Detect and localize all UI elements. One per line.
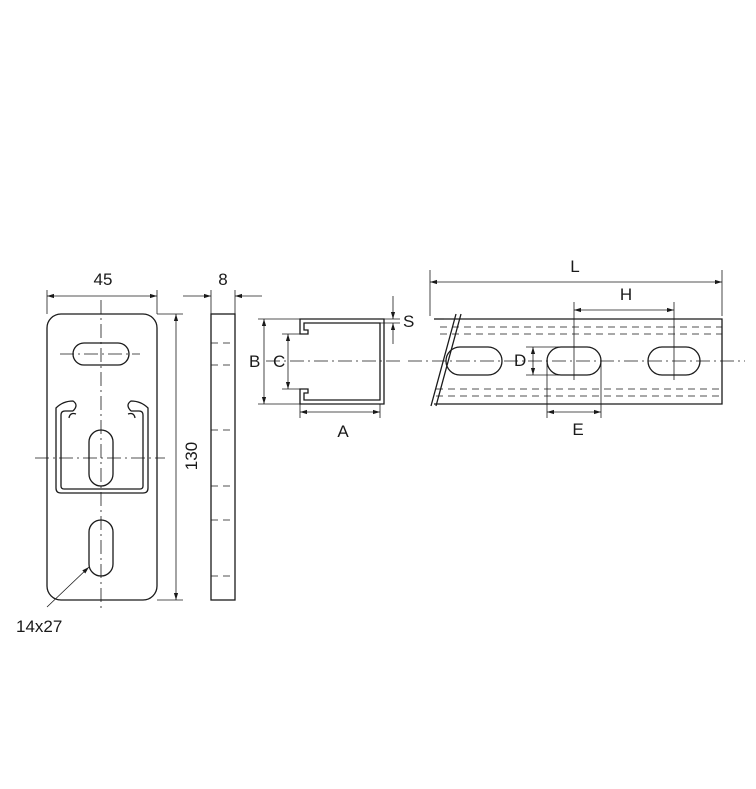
break-line-1 <box>430 313 457 407</box>
plate-side-outline <box>210 313 236 601</box>
plate-side-view: 8 <box>183 270 262 601</box>
plate-outline <box>46 313 158 601</box>
slot-leader-line <box>46 566 90 608</box>
rail-slot-1 <box>445 346 503 376</box>
break-line-2 <box>435 313 462 407</box>
channel-profile-back <box>316 318 385 405</box>
width-label: 45 <box>94 270 113 289</box>
height-label: 130 <box>182 442 201 470</box>
rail-outline <box>434 318 723 405</box>
spring-clip-right-tip <box>127 412 136 419</box>
middle-slot <box>88 429 114 487</box>
label-a: A <box>337 422 349 441</box>
spring-clip-outer <box>60 410 144 490</box>
label-d: D <box>514 351 526 370</box>
label-c: C <box>273 352 285 371</box>
label-b: B <box>249 352 260 371</box>
top-slot <box>72 342 130 366</box>
bottom-slot <box>88 519 114 577</box>
plate-front-view: 45 130 14x27 <box>16 270 201 636</box>
channel-profile-outer <box>299 318 381 405</box>
label-l: L <box>570 257 579 276</box>
channel-cross-section: B C A S <box>249 296 414 441</box>
slot-size-label: 14x27 <box>16 617 62 636</box>
label-h: H <box>620 285 632 304</box>
channel-rail-view: L H D E <box>408 257 745 439</box>
label-e: E <box>572 420 583 439</box>
spring-clip-left-tip <box>68 412 77 419</box>
spring-clip-hooks <box>55 400 149 494</box>
label-s: S <box>403 312 414 331</box>
thickness-label: 8 <box>218 270 227 289</box>
